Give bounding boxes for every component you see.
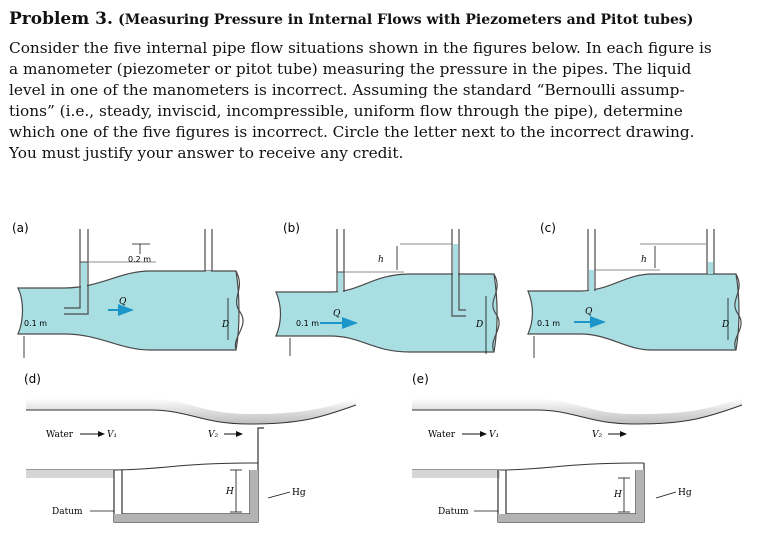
statement-line: a manometer (piezometer or pitot tube) m… (9, 60, 692, 78)
figure-a-label: (a) (12, 221, 29, 235)
v1-e: V₁ (489, 430, 499, 440)
v1-d: V₁ (107, 430, 117, 440)
nozzle-bottom-wall-e (412, 462, 644, 471)
figure-e: (e) Water V₁ V₂ H Hg Datum (412, 372, 743, 523)
problem-number: Problem 3. (9, 9, 113, 29)
bigd-a: D (221, 320, 229, 330)
v2-e: V₂ (592, 430, 602, 440)
piezometer-a (204, 229, 213, 271)
statement-line: Consider the five internal pipe flow sit… (9, 39, 712, 57)
bigd-b: D (475, 320, 483, 330)
dia-c: 0.1 m (537, 319, 560, 328)
figure-b: (b) h Q 0.1 m D (275, 221, 500, 356)
figure-c: (c) h Q 0.1 m D (527, 221, 742, 358)
figure-d: (d) Water V₁ V₂ H Hg Datum (24, 372, 357, 523)
figure-e-label: (e) (412, 372, 429, 386)
dim-a: 0.2 m (128, 255, 151, 264)
pipe-c (527, 273, 740, 351)
water-d: Water (46, 430, 74, 440)
dia-b: 0.1 m (296, 319, 319, 328)
piezometer-b-left (336, 229, 345, 292)
pitot-tube-a (64, 229, 89, 315)
datum-d: Datum (52, 507, 83, 517)
manometer-d (113, 427, 264, 523)
statement-line: tions” (i.e., steady, inviscid, incompre… (9, 102, 683, 120)
flow-a: Q (119, 297, 127, 307)
manometer-e (497, 463, 645, 523)
problem-heading: Problem 3. (Measuring Pressure in Intern… (9, 8, 761, 31)
dim-b: h (378, 255, 384, 265)
problem-subtitle: (Measuring Pressure in Internal Flows wi… (118, 12, 694, 28)
water-e: Water (428, 430, 456, 440)
bigd-c: D (721, 320, 729, 330)
nozzle-bottom-wall-d (26, 462, 258, 471)
h-e: H (613, 490, 622, 500)
statement-line: level in one of the manometers is incorr… (9, 81, 685, 99)
nozzle-top-wall-e (412, 398, 742, 424)
statement-line: which one of the five figures is incorre… (9, 123, 695, 141)
figure-c-label: (c) (540, 221, 556, 235)
problem-statement: Consider the five internal pipe flow sit… (9, 38, 761, 164)
hg-e: Hg (678, 488, 692, 498)
piezometer-c-left (587, 229, 596, 291)
figure-d-label: (d) (24, 372, 41, 386)
flow-c: Q (585, 307, 593, 317)
nozzle-top-wall-d (26, 398, 356, 424)
figure-a: (a) 0.2 m Q 0.1 m D (12, 221, 244, 358)
datum-e: Datum (438, 507, 469, 517)
dim-c: h (641, 255, 647, 265)
piezometer-c-right (706, 229, 715, 274)
pipe-b (275, 273, 498, 353)
dia-a: 0.1 m (24, 319, 47, 328)
pitot-tube-b (451, 229, 466, 317)
figure-b-label: (b) (283, 221, 300, 235)
flow-b: Q (333, 309, 341, 319)
v2-d: V₂ (208, 430, 218, 440)
hg-d: Hg (292, 488, 306, 498)
statement-line: You must justify your answer to receive … (9, 144, 404, 162)
h-d: H (225, 487, 234, 497)
